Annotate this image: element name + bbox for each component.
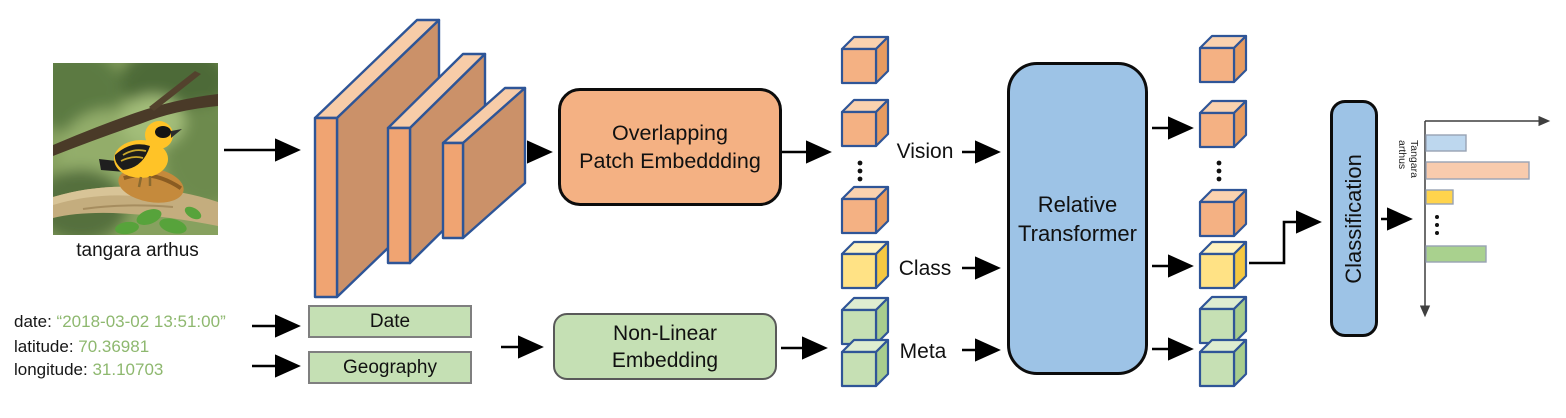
chart-axes: [1420, 115, 1551, 318]
token-cube-green: [1198, 338, 1248, 388]
chart-bar: [1425, 245, 1487, 263]
branch: [53, 94, 218, 156]
relative-transformer-box: Relative Transformer: [1007, 62, 1148, 375]
metadata-label: longitude:: [14, 360, 93, 379]
nonlinear-line1: Non-Linear: [613, 321, 717, 345]
token-cube-orange: [840, 185, 890, 235]
dot: [1216, 176, 1222, 182]
bird-photo-art: [53, 63, 218, 235]
geography-box-label: Geography: [342, 356, 437, 378]
token-cube-orange: [1198, 34, 1248, 84]
metadata-date-line: date: “2018-03-02 13:51:00”: [14, 312, 226, 332]
token-cube-green: [840, 338, 890, 388]
chart-bar: [1425, 134, 1467, 152]
metadata-latitude-line: latitude: 70.36981: [14, 337, 149, 357]
token-cube-orange: [840, 35, 890, 85]
vision-token-label: Vision: [896, 140, 954, 163]
token-cube-green: [840, 296, 890, 346]
classification-label: Classification: [1341, 153, 1367, 284]
transformer-line2: Transformer: [1018, 220, 1137, 246]
dot: [1435, 223, 1439, 227]
token-cube-orange: [840, 98, 890, 148]
arrow-class-token-to-classification: [1249, 210, 1322, 265]
predicted-class-label: Tangara arthus: [1396, 140, 1420, 178]
metadata-label: latitude:: [14, 337, 79, 356]
date-box: Date: [308, 305, 472, 338]
token-cube-green: [1198, 295, 1248, 345]
input-bird-image: [53, 63, 218, 235]
chart-bar: [1425, 189, 1454, 205]
token-cube-orange: [1198, 99, 1248, 149]
dot: [1216, 168, 1222, 174]
metadata-value: 70.36981: [78, 337, 150, 356]
dot: [857, 168, 863, 174]
token-cube-yellow: [1198, 240, 1248, 290]
chart-bar: [1425, 161, 1530, 180]
metadata-label: date:: [14, 312, 57, 331]
patch-embedding-line2: Patch Embeddding: [579, 149, 761, 173]
token-cube-yellow: [840, 240, 890, 290]
twig: [149, 71, 201, 111]
metadata-longitude-line: longitude: 31.10703: [14, 360, 163, 380]
cnn-slab-3: [441, 86, 527, 240]
output-probability-chart: [1420, 115, 1551, 318]
geography-box: Geography: [308, 351, 472, 384]
classification-box: Classification: [1330, 100, 1378, 337]
token-cube-orange: [1198, 188, 1248, 238]
dot: [857, 160, 863, 166]
cnn-feature-maps: [313, 18, 527, 299]
dot: [1216, 160, 1222, 166]
leaves: [115, 206, 202, 235]
dot: [1435, 231, 1439, 235]
nonlinear-embedding-box: Non-Linear Embedding: [553, 313, 777, 380]
metadata-value: 31.10703: [92, 360, 164, 379]
date-box-label: Date: [369, 310, 411, 332]
bird: [99, 121, 182, 188]
transformer-line1: Relative: [1037, 191, 1118, 217]
arrows: [224, 116, 1413, 378]
image-caption: tangara arthus: [76, 240, 199, 261]
class-token-label: Class: [898, 257, 952, 280]
patch-embedding-line1: Overlapping: [612, 121, 728, 145]
metadata-value: “2018-03-02 13:51:00”: [56, 312, 226, 331]
meta-token-label: Meta: [899, 340, 947, 363]
ellipsis-dots: [857, 160, 1222, 182]
chart-ellipsis-dots: [1435, 215, 1439, 235]
dot: [1435, 215, 1439, 219]
nonlinear-line2: Embedding: [611, 348, 719, 372]
patch-embedding-box: Overlapping Patch Embeddding: [558, 88, 782, 206]
token-cubes: [840, 34, 1248, 388]
dot: [857, 176, 863, 182]
chart-bars: [1425, 134, 1530, 263]
